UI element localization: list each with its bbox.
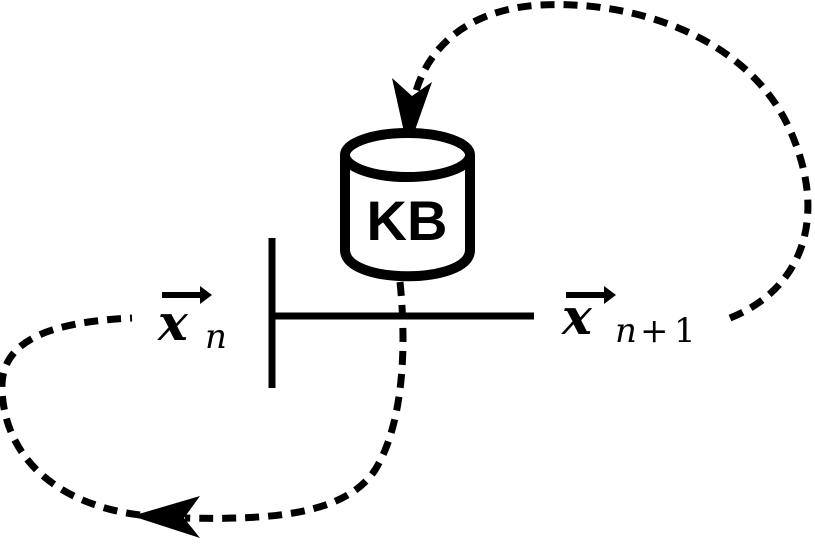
state-current-symbol: x	[157, 293, 189, 352]
label-state-current: x n	[157, 286, 227, 357]
dashed-edge-bottom-to-current	[0, 314, 141, 519]
state-current-subscript: n	[205, 317, 227, 357]
dashed-edge-next-to-kb	[411, 1, 812, 322]
vector-arrow-icon	[162, 286, 212, 304]
state-next-subscript-var: n	[615, 311, 637, 351]
knowledge-base-cylinder: KB	[340, 128, 475, 282]
kb-cylinder-body	[340, 155, 475, 282]
kb-cylinder-top	[340, 128, 475, 182]
vector-arrow-icon	[566, 286, 616, 304]
state-next-subscript-op: +	[640, 311, 669, 351]
dashed-edge-kb-to-bottom	[184, 281, 407, 522]
arrowhead-into-kb	[392, 78, 432, 150]
state-next-subscript-num: 1	[674, 311, 696, 351]
arrowhead-bottom-left	[132, 496, 200, 538]
state-next-symbol: x	[561, 287, 593, 346]
kb-label: KB	[367, 189, 448, 252]
label-state-next: x n + 1	[561, 286, 696, 351]
